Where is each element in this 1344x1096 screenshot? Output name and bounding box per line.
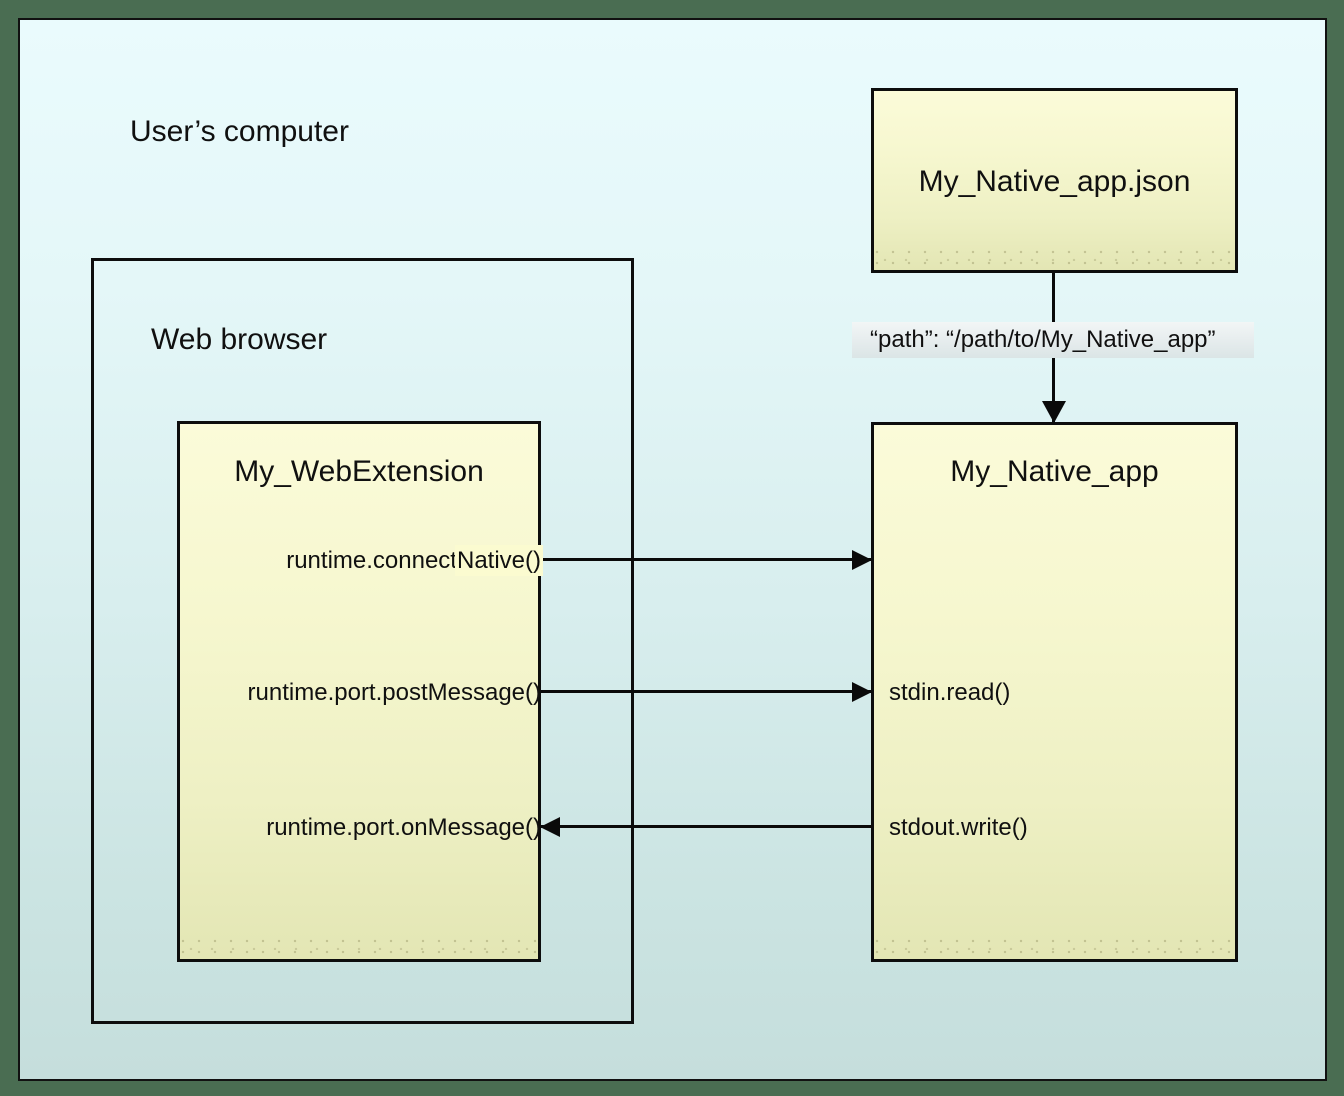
web-browser-label: Web browser — [151, 323, 328, 356]
manifest-json-title: My_Native_app.json — [918, 165, 1191, 198]
arrow-head-right-icon — [852, 681, 872, 702]
arrow-head-down-icon — [1041, 401, 1066, 423]
my-webextension-box — [177, 421, 541, 962]
arrow-head-right-icon — [852, 549, 872, 570]
diagram-canvas: User’s computer Web browser My_WebExtens… — [18, 18, 1327, 1081]
users-computer-label: User’s computer — [130, 115, 349, 148]
my-native-app-box — [871, 422, 1238, 962]
arrow-head-left-icon — [540, 816, 560, 837]
manifest-path-arrow — [1041, 358, 1066, 423]
on-message-arrow — [540, 816, 871, 837]
my-webextension-title: My_WebExtension — [234, 455, 484, 488]
stdout-write-label: stdout.write() — [889, 814, 1028, 841]
runtime-on-message-label: runtime.port.onMessage() — [266, 814, 541, 841]
runtime-connect-native-label-overlay: runtime.connectNative() — [141, 547, 541, 574]
post-message-arrow — [541, 681, 872, 702]
connect-native-arrow — [541, 549, 872, 570]
connect-native-highlight-text: Native() — [456, 547, 541, 574]
web-browser-container — [91, 258, 634, 1024]
stdin-read-label: stdin.read() — [889, 679, 1011, 706]
manifest-to-callout-line — [1052, 273, 1055, 322]
manifest-json-box — [871, 88, 1238, 273]
runtime-connect-native-text-overlay: runtime.connectNative() — [286, 547, 541, 574]
runtime-post-message-label: runtime.port.postMessage() — [247, 679, 541, 706]
path-callout: “path”: “/path/to/My_Native_app” — [852, 322, 1254, 358]
my-native-app-title: My_Native_app — [950, 455, 1159, 488]
